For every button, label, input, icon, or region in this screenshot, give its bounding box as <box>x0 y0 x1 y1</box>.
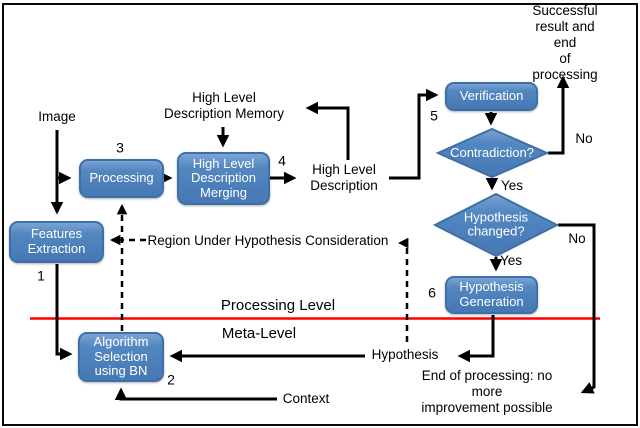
node-verification: Verification <box>445 82 538 111</box>
step-3: 3 <box>116 139 124 156</box>
arrow-description-to-memory <box>305 101 350 160</box>
step-2: 2 <box>167 371 175 388</box>
label-hypothesis: Hypothesis <box>371 347 439 363</box>
node-processing: Processing <box>79 159 164 198</box>
branch-yes-hypothesis-changed: Yes <box>499 253 523 269</box>
arrow-context-to-algorithm-selection <box>114 387 277 401</box>
arrow-features-to-algorithm-selection <box>55 264 73 361</box>
node-high-level-description-merging: High Level Description Merging <box>177 152 270 205</box>
label-region-under-hypothesis-consideration: Region Under Hypothesis Consideration <box>147 233 389 249</box>
branch-no-hypothesis-changed: No <box>568 231 586 247</box>
decision-contradiction-shape <box>435 127 550 179</box>
arrow-contradiction-no-to-success <box>548 75 570 155</box>
step-6: 6 <box>428 284 436 301</box>
label-processing-level: Processing Level <box>220 297 336 315</box>
label-high-level-description-memory: High Level Description Memory <box>163 90 285 121</box>
decision-hypothesis-changed: Hypothesis changed? <box>463 209 529 239</box>
arrow-description-to-verification <box>389 88 439 180</box>
branch-no-contradiction: No <box>575 131 593 147</box>
step-1: 1 <box>37 267 45 284</box>
label-context: Context <box>282 391 330 407</box>
label-high-level-description: High Level Description <box>310 162 378 193</box>
decision-contradiction: Contradiction? <box>450 144 534 160</box>
dashed-arrow-hypothesis-to-region <box>397 237 409 342</box>
label-successful-result: Successful result and end of processing <box>532 3 598 82</box>
node-features-extraction: Features Extraction <box>9 221 104 263</box>
label-end-of-processing: End of processing: no more improvement p… <box>421 368 553 415</box>
label-image: Image <box>38 109 76 125</box>
branch-yes-contradiction: Yes <box>500 178 524 194</box>
arrow-generation-to-hypothesis <box>457 315 495 363</box>
decision-hypothesis-changed-shape <box>432 192 560 258</box>
step-4: 4 <box>278 152 286 169</box>
arrow-hypothesis-changed-no-to-end <box>558 223 596 394</box>
node-algorithm-selection: Algorithm Selection using BN <box>78 332 164 382</box>
label-meta-level: Meta-Level <box>221 325 297 343</box>
step-5: 5 <box>430 107 438 124</box>
node-hypothesis-generation: Hypothesis Generation <box>445 276 538 314</box>
